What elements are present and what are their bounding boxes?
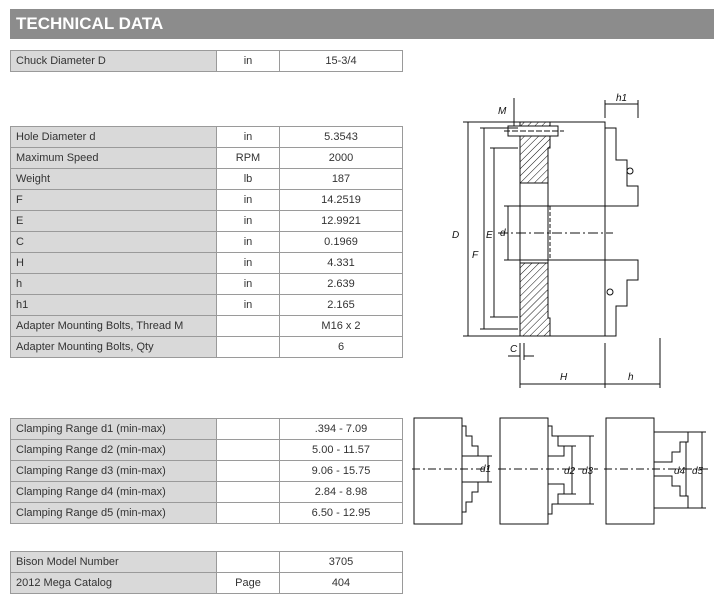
cell-unit: in xyxy=(216,252,280,274)
clamp-label-d1: d1 xyxy=(480,464,491,475)
cell-unit xyxy=(216,551,280,573)
cell-unit xyxy=(216,336,280,358)
dimension-label-h-upper: H xyxy=(560,372,568,383)
table-row: Adapter Mounting Bolts, Qty 6 xyxy=(10,336,403,358)
clamp-label-d4: d4 xyxy=(674,466,686,477)
cell-unit: Page xyxy=(216,572,280,594)
cell-label: H xyxy=(10,252,217,274)
cell-value: 2.84 - 8.98 xyxy=(279,481,403,503)
cell-unit xyxy=(216,460,280,482)
cell-value: 0.1969 xyxy=(279,231,403,253)
cell-unit: lb xyxy=(216,168,280,190)
table-row: Clamping Range d1 (min-max) .394 - 7.09 xyxy=(10,418,403,440)
cell-value: 2.639 xyxy=(279,273,403,295)
cell-value: 3705 xyxy=(279,551,403,573)
cell-value: 6.50 - 12.95 xyxy=(279,502,403,524)
cell-value: 15-3/4 xyxy=(279,50,403,72)
dimension-label-d-inner: d xyxy=(500,228,506,239)
dimension-label-h1: h1 xyxy=(616,93,627,104)
cell-value: 12.9921 xyxy=(279,210,403,232)
cell-label: Clamping Range d5 (min-max) xyxy=(10,502,217,524)
cell-label: F xyxy=(10,189,217,211)
cell-label: Hole Diameter d xyxy=(10,126,217,148)
table-row: Clamping Range d3 (min-max) 9.06 - 15.75 xyxy=(10,460,403,482)
cell-label: Clamping Range d1 (min-max) xyxy=(10,418,217,440)
cell-label: h xyxy=(10,273,217,295)
cell-label: Adapter Mounting Bolts, Qty xyxy=(10,336,217,358)
cell-unit: in xyxy=(216,50,280,72)
cell-unit xyxy=(216,439,280,461)
table-row: Clamping Range d5 (min-max) 6.50 - 12.95 xyxy=(10,502,403,524)
cell-label: 2012 Mega Catalog xyxy=(10,572,217,594)
cell-value: 9.06 - 15.75 xyxy=(279,460,403,482)
cell-unit xyxy=(216,481,280,503)
cell-value: 14.2519 xyxy=(279,189,403,211)
cell-value: 6 xyxy=(279,336,403,358)
cell-value: 5.3543 xyxy=(279,126,403,148)
clamp-label-d5: d5 xyxy=(692,466,704,477)
table-row: Clamping Range d4 (min-max) 2.84 - 8.98 xyxy=(10,481,403,503)
cell-value: .394 - 7.09 xyxy=(279,418,403,440)
dimension-label-e: E xyxy=(486,230,493,241)
cell-label: Clamping Range d4 (min-max) xyxy=(10,481,217,503)
table-row: Adapter Mounting Bolts, Thread M M16 x 2 xyxy=(10,315,403,337)
table-row: Clamping Range d2 (min-max) 5.00 - 11.57 xyxy=(10,439,403,461)
cell-value: 4.331 xyxy=(279,252,403,274)
cell-unit xyxy=(216,315,280,337)
page-title: TECHNICAL DATA xyxy=(10,9,714,39)
cell-value: M16 x 2 xyxy=(279,315,403,337)
cell-label: Adapter Mounting Bolts, Thread M xyxy=(10,315,217,337)
cell-unit xyxy=(216,502,280,524)
cell-value: 2.165 xyxy=(279,294,403,316)
cell-value: 5.00 - 11.57 xyxy=(279,439,403,461)
dimension-label-h-lower: h xyxy=(628,372,634,383)
cell-unit: in xyxy=(216,189,280,211)
cell-label: Weight xyxy=(10,168,217,190)
clamping-range-drawing: d1 d2 d3 d4 d5 xyxy=(412,417,710,525)
cell-unit: in xyxy=(216,294,280,316)
cell-label: h1 xyxy=(10,294,217,316)
cell-unit: in xyxy=(216,210,280,232)
dimension-label-d-outer: D xyxy=(452,230,459,241)
cell-label: Clamping Range d2 (min-max) xyxy=(10,439,217,461)
cell-unit: in xyxy=(216,126,280,148)
cell-unit: in xyxy=(216,273,280,295)
table-row: Bison Model Number 3705 xyxy=(10,551,403,573)
cell-unit: in xyxy=(216,231,280,253)
cell-unit xyxy=(216,418,280,440)
cell-label: Clamping Range d3 (min-max) xyxy=(10,460,217,482)
dimension-label-c: C xyxy=(510,344,518,355)
clamp-label-d2: d2 xyxy=(564,466,576,477)
cell-label: Chuck Diameter D xyxy=(10,50,217,72)
cell-value: 2000 xyxy=(279,147,403,169)
chuck-dimension-drawing: M h1 D F E d C H h xyxy=(452,93,661,388)
cell-label: E xyxy=(10,210,217,232)
cell-unit: RPM xyxy=(216,147,280,169)
cell-label: Maximum Speed xyxy=(10,147,217,169)
clamp-label-d3: d3 xyxy=(582,466,594,477)
cell-label: Bison Model Number xyxy=(10,551,217,573)
cell-value: 404 xyxy=(279,572,403,594)
dimension-label-f: F xyxy=(472,250,479,261)
cell-value: 187 xyxy=(279,168,403,190)
cell-label: C xyxy=(10,231,217,253)
dimension-label-m: M xyxy=(498,106,507,117)
